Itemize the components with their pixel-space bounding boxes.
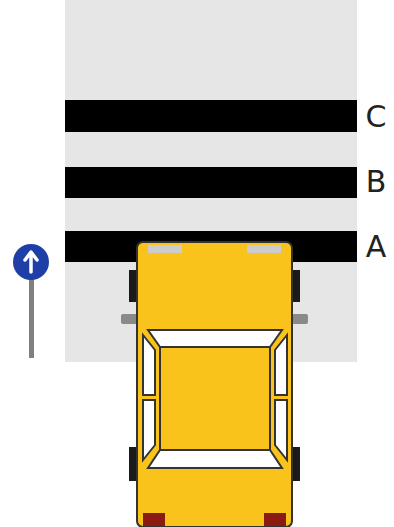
line-label: C [366, 102, 387, 132]
line-label: A [366, 232, 387, 262]
car [121, 242, 308, 527]
line-label: B [366, 167, 387, 197]
sign-post [13, 244, 49, 358]
stop-line [65, 100, 357, 132]
stop-line [65, 167, 357, 198]
